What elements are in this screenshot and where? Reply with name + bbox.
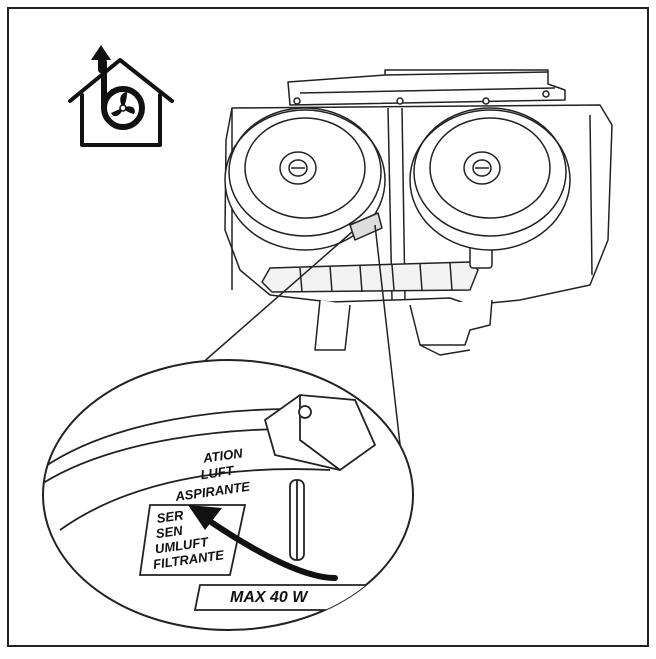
curved-arrow bbox=[188, 505, 338, 581]
hood-unit bbox=[224, 69, 613, 356]
recirc-label-line-2: SEN bbox=[155, 523, 184, 542]
recirculation-label: SER SEN UMLUFT FILTRANTE bbox=[152, 507, 225, 572]
exhaust-label-line-1: ATION bbox=[201, 445, 244, 466]
leader-line-left bbox=[199, 231, 353, 366]
recirc-label-line-1: SER bbox=[156, 507, 185, 526]
house-exhaust-fan-icon bbox=[68, 45, 174, 147]
max-wattage-label: MAX 40 W bbox=[230, 589, 309, 606]
exhaust-label-line-2: LUFT bbox=[200, 463, 236, 483]
